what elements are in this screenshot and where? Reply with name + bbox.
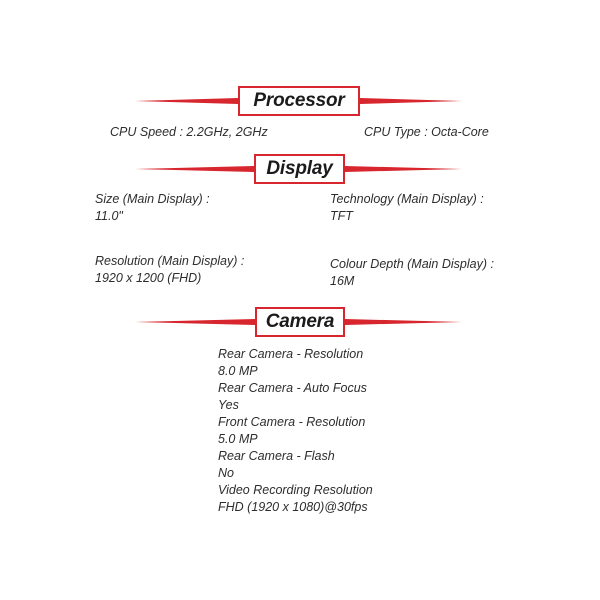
- display-technology-value: TFT: [330, 209, 353, 223]
- display-size-label: Size (Main Display) :: [95, 192, 210, 206]
- camera-line: Rear Camera - Flash: [218, 449, 335, 463]
- camera-line: No: [218, 466, 234, 480]
- camera-details: Rear Camera - Resolution 8.0 MP Rear Cam…: [218, 346, 373, 516]
- camera-header: Camera: [0, 303, 600, 343]
- camera-line: FHD (1920 x 1080)@30fps: [218, 500, 368, 514]
- display-resolution-label: Resolution (Main Display) :: [95, 254, 245, 268]
- camera-line: Yes: [218, 398, 239, 412]
- processor-title: Processor: [238, 86, 360, 116]
- display-title: Display: [254, 154, 345, 184]
- cpu-type: CPU Type : Octa-Core: [364, 125, 489, 139]
- camera-line: 8.0 MP: [218, 364, 258, 378]
- camera-header-rays: [135, 319, 462, 325]
- camera-line: Rear Camera - Resolution: [218, 347, 364, 361]
- display-header-rays: [135, 166, 462, 172]
- camera-line: Rear Camera - Auto Focus: [218, 381, 367, 395]
- display-resolution-value: 1920 x 1200 (FHD): [95, 271, 202, 285]
- processor-header: Processor: [0, 82, 600, 122]
- display-technology-label: Technology (Main Display) :: [330, 192, 484, 206]
- processor-header-rays: [135, 98, 462, 104]
- camera-line: 5.0 MP: [218, 432, 258, 446]
- camera-line: Video Recording Resolution: [218, 483, 373, 497]
- camera-title: Camera: [255, 307, 345, 337]
- display-header: Display: [0, 150, 600, 190]
- camera-line: Front Camera - Resolution: [218, 415, 366, 429]
- cpu-speed: CPU Speed : 2.2GHz, 2GHz: [110, 125, 268, 139]
- display-size-value: 11.0": [95, 209, 123, 223]
- display-colour-depth-label: Colour Depth (Main Display) :: [330, 257, 494, 271]
- display-colour-depth-value: 16M: [330, 274, 355, 288]
